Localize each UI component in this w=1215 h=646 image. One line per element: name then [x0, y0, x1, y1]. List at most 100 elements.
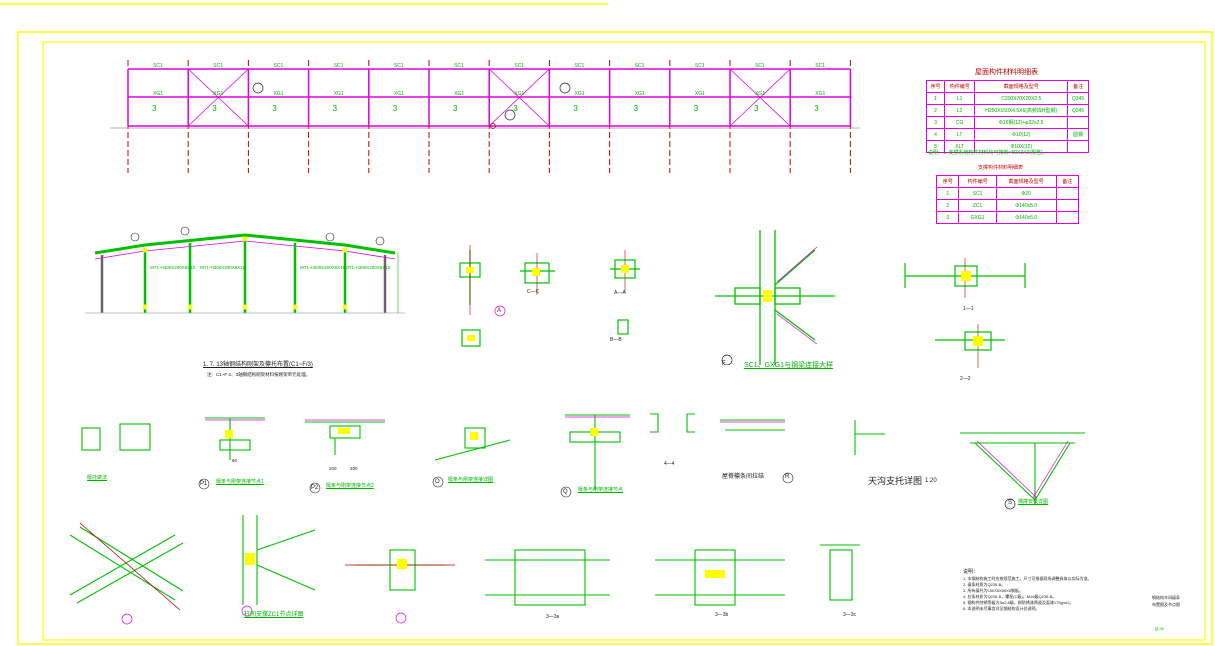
- bay-label: SC1: [635, 63, 645, 69]
- row2-details: 60 200 200: [81, 413, 885, 498]
- table1-header: 构件编号: [944, 80, 976, 93]
- axis-digit: 3: [212, 104, 217, 113]
- bay-label: MT1-H300X200X6X10: [345, 265, 391, 270]
- note-item: 6. 本说明未尽事宜详见钢结构设计总说明。: [963, 606, 1040, 611]
- axis-digit: 3: [814, 104, 819, 113]
- bay-label: XG1: [394, 91, 404, 97]
- bay-label: XG1: [334, 91, 344, 97]
- title-block-line-1: 钢结构车间檩条: [1152, 595, 1180, 600]
- q-caption: 檩条与刚架连接节点: [578, 487, 624, 493]
- table2-header: 备注: [1055, 175, 1080, 188]
- bay-label: MT1-H300X200X6X10: [150, 265, 196, 270]
- table1-header: 截面规格及型号: [974, 80, 1069, 93]
- svg-text:200: 200: [350, 466, 358, 471]
- bay-label: XG1: [274, 91, 284, 97]
- detail-label-p1: P1: [200, 481, 208, 487]
- bay-label: SC1: [153, 63, 163, 69]
- r-caption: 屋脊檩条间拉结: [722, 474, 765, 480]
- bay-label: XG1: [454, 91, 464, 97]
- bay-label: SC1: [575, 63, 585, 69]
- axis-digit: 3: [453, 104, 458, 113]
- svg-text:60: 60: [232, 458, 238, 463]
- table2-header: 构件编号: [958, 175, 997, 188]
- bay-label: SC1: [274, 63, 284, 69]
- title-block-line-2: 布置图及节点图: [1152, 602, 1180, 607]
- general-notes: 说明： 1. 本钢结构施工时应按规范施工，尺寸可根据现场调整具体以实际为准。 2…: [963, 570, 1143, 611]
- axis-digit: 3: [393, 104, 398, 113]
- axis-digit: 3: [694, 104, 699, 113]
- note-item: 1. 本钢结构施工时应按规范施工，尺寸可根据现场调整具体以实际为准。: [963, 576, 1092, 581]
- cross-brace: [488, 68, 550, 127]
- bay-label: XG1: [213, 91, 223, 97]
- bay-label: SC1: [815, 63, 825, 69]
- bay-label: XG1: [514, 91, 524, 97]
- note-item: 3. 所有檩托为L50X5X50X5钢板。: [963, 588, 1024, 593]
- drawing-number: 结-08: [1155, 627, 1164, 631]
- section-bb-label: B—B: [610, 337, 622, 343]
- elevation-caption: 1. 7. 13轴钢结构刚架及檩托布置(C1~F/3): [203, 362, 313, 368]
- axis-digit: 3: [333, 104, 338, 113]
- note-item: 4. 拉条材质为Q235-B，螺栓(C级)，M16级Q235-B。: [963, 594, 1057, 599]
- gutter-title: 天沟支托详图: [868, 476, 923, 486]
- detail-label-r: R: [785, 474, 790, 480]
- o-caption: 檩条与刚架连接详图: [448, 477, 494, 483]
- row3-details: [69, 515, 860, 625]
- bay-label: MT1-H300X200X6X10: [300, 265, 346, 270]
- gutter-scale: 1:20: [925, 478, 937, 484]
- notes-title: 说明：: [963, 569, 979, 575]
- table1-header: 序号: [925, 80, 946, 93]
- note-item: 2. 檩条材质为Q235-B。: [963, 582, 1006, 587]
- detail-label-q: Q: [563, 489, 568, 495]
- table1-header-row: 序号 构件编号 截面规格及型号 备注: [925, 80, 1089, 93]
- s-caption: 隅撑安装详图: [1018, 499, 1049, 505]
- column-detail-caption: 柱间支撑ZC1节点详图: [244, 612, 304, 618]
- axis-digit: 3: [634, 104, 639, 113]
- bay-label: SC1: [514, 63, 524, 69]
- table1-title: 屋面构件材料明细表: [975, 69, 1038, 76]
- detail-a-cluster: [459, 245, 640, 347]
- frame-elevation: MT1-H300X200X6X10 MT1-H300X200X6X10 MT1-…: [85, 226, 405, 314]
- table2-header-row: 序号 构件编号 截面规格及型号 备注: [935, 175, 1080, 188]
- bay-label: SC1: [334, 63, 344, 69]
- detail-f-caption: SC1、GXG1与钢梁连接大样: [744, 362, 834, 369]
- section-aa-label: A—A: [614, 290, 626, 296]
- table2-header: 序号: [935, 175, 960, 188]
- svg-text:200: 200: [329, 466, 337, 471]
- table1-header: 备注: [1067, 80, 1089, 93]
- bay-label: XG1: [635, 91, 645, 97]
- table1-note: 说明：1. 支撑系统构件材料均可按新>50X3X3(规格)。: [928, 150, 1048, 156]
- axis-digit: 3: [272, 104, 277, 113]
- bay-label: SC1: [394, 63, 404, 69]
- detail-label-o: O: [435, 479, 440, 485]
- bay-label: XG1: [153, 91, 163, 97]
- cross-brace: [187, 68, 249, 127]
- detail-f-drawing: [715, 230, 835, 365]
- elevation-subcaption: 注：C1~F-2、3轴钢结构刚架材料按刚架单元处理。: [207, 372, 311, 377]
- detail-s-drawing: [960, 432, 1085, 510]
- bay-label: XG1: [755, 91, 765, 97]
- bay-label: SC1: [454, 63, 464, 69]
- bay-label: XG1: [815, 91, 825, 97]
- bay-label: SC1: [695, 63, 705, 69]
- p2-caption: 檩条与刚架连接节点2: [326, 483, 374, 489]
- section-3a-label: 3—3a: [546, 614, 560, 620]
- detail-label-p2: P2: [311, 485, 319, 491]
- note-item: 5. 钢构件除锈等级为Sa2.5级，刷防锈漆两道及面漆175g/m2。: [963, 600, 1074, 605]
- detail-label-f: F: [722, 361, 726, 367]
- purlin-bracket-caption: 檩托做法: [87, 475, 108, 481]
- bay-label: MT1-H300X200X6X10: [200, 265, 246, 270]
- detail-label-s: S: [1008, 500, 1013, 506]
- section-22-label: 2—2: [960, 376, 971, 382]
- bay-label: XG1: [695, 91, 705, 97]
